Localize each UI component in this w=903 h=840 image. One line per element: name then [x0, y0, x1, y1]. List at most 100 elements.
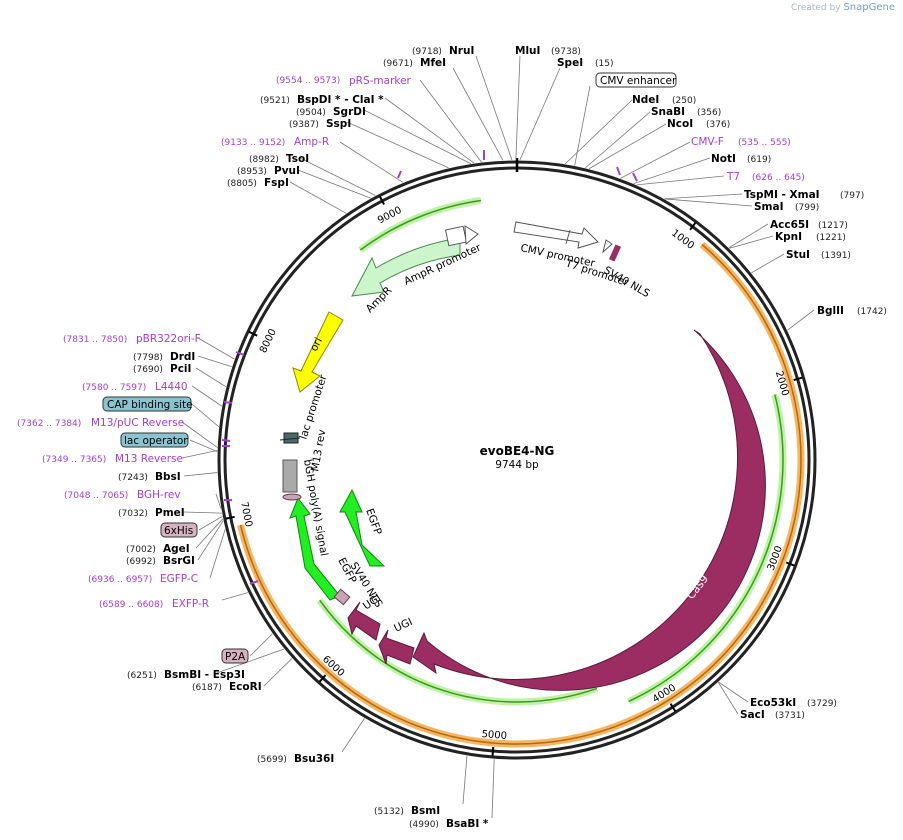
- primer-l4440: L4440: [155, 381, 188, 393]
- enzyme-pos-ecori: (6187): [192, 683, 222, 693]
- enzyme-agei: AgeI: [163, 543, 190, 555]
- enzyme-pos-fspi: (8805): [227, 179, 257, 189]
- green-band-right-core: [628, 394, 784, 703]
- tick-mark-7000: [225, 515, 235, 520]
- enzyme-pos-mlui: (9738): [551, 47, 581, 57]
- cmv-promoter-arrow: [513, 221, 599, 249]
- leader-line: [249, 633, 273, 657]
- leader-line: [263, 658, 293, 687]
- leader-line: [633, 157, 711, 184]
- leader-line: [183, 511, 222, 514]
- leader-line: [588, 123, 667, 170]
- enzyme-pos-bspdi: (9521): [260, 96, 290, 106]
- enzyme-pos-noti: (619): [747, 155, 771, 165]
- leader-line: [289, 181, 347, 214]
- enzyme-ecori: EcoRI: [229, 681, 262, 693]
- primer-egfp-c: EGFP-C: [160, 573, 198, 585]
- lac-operator-label: lac operator: [124, 435, 188, 447]
- egfp-label-1: EGFP: [363, 507, 384, 537]
- leader-line: [299, 157, 376, 196]
- leader-line: [519, 67, 561, 161]
- leader-line: [787, 309, 815, 331]
- enzyme-bsabi: BsaBI *: [446, 818, 489, 830]
- bgh-polya-box: [282, 459, 298, 493]
- primer-pos-m13rev: (7349 .. 7365): [42, 455, 106, 465]
- enzyme-pos-bsrgi: (6992): [126, 557, 156, 567]
- leader-line: [181, 450, 218, 459]
- leader-line: [718, 682, 739, 715]
- tick-mark-6000: [318, 674, 327, 683]
- m13-puc-mark: [221, 439, 231, 442]
- tick-mark-4000: [669, 703, 677, 712]
- leader-line: [339, 141, 404, 183]
- tick-label-8000: 8000: [258, 327, 279, 355]
- m13-rev-label: M13 rev: [309, 429, 328, 473]
- primer-exfp-r: EXFP-R: [172, 598, 209, 610]
- leader-line: [215, 493, 222, 509]
- enzyme-pos-snabi: (356): [697, 108, 721, 118]
- leader-line: [341, 718, 365, 753]
- enzyme-snabi: SnaBI: [651, 106, 685, 118]
- leader-line: [346, 121, 449, 169]
- leader-line: [195, 367, 227, 388]
- sv40-nls-box: [333, 588, 351, 606]
- enzyme-sgrdi: SgrDI: [333, 106, 366, 118]
- cmv-t7-divider: [565, 229, 571, 245]
- enzyme-bsmi: BsmI: [411, 805, 440, 817]
- left-labels: (9718) NruI (9671) MfeI (9554 .. 9573) p…: [17, 45, 489, 830]
- leader-line: [181, 421, 218, 448]
- primer-pos-exfpr: (6589 .. 6608): [99, 600, 163, 610]
- primer-m13-puc-reverse: M13/pUC Reverse: [91, 417, 184, 429]
- tick-label-1000: 1000: [669, 228, 696, 252]
- ugi-arrow-1: [378, 629, 415, 665]
- enzyme-pos-saci: (3731): [775, 711, 805, 721]
- leader-line: [197, 355, 232, 368]
- enzyme-bsrgi: BsrGI: [163, 555, 195, 567]
- t7-promoter-arrow: [602, 239, 613, 254]
- enzyme-smai: SmaI: [754, 201, 784, 213]
- leader-line: [221, 592, 249, 601]
- primer-marks: [221, 150, 638, 585]
- primer-prs-marker: pRS-marker: [349, 75, 412, 87]
- tick-label-7000: 7000: [238, 501, 254, 528]
- sv40-nls-top-box: [609, 244, 621, 262]
- tick-mark-3000: [785, 561, 795, 567]
- enzyme-bsmbi-esp3i: BsmBI - Esp3I: [164, 669, 245, 681]
- primer-pos-ampr: (9133 .. 9152): [221, 138, 285, 148]
- leader-line: [515, 55, 521, 161]
- enzyme-bsu36i: Bsu36I: [294, 753, 334, 765]
- enzyme-bglii: BglII: [817, 305, 844, 317]
- leader-line: [491, 759, 495, 819]
- leader-line: [191, 403, 220, 428]
- enzyme-pos-mfei: (9671): [383, 59, 413, 69]
- enzyme-pcii: PciI: [170, 363, 191, 375]
- leader-line: [664, 198, 753, 207]
- enzyme-noti: NotI: [711, 153, 736, 165]
- enzyme-eco53ki: Eco53kI: [750, 697, 796, 709]
- leader-line: [620, 141, 691, 179]
- enzyme-pos-bsmbi: (6251): [127, 671, 157, 681]
- cmv-enhancer-label: CMV enhancer: [600, 75, 677, 87]
- tick-mark-9000: [379, 196, 385, 205]
- enzyme-mlui: MluI: [515, 45, 540, 57]
- enzyme-mfei: MfeI: [420, 57, 446, 69]
- ugi-arrow-2: [347, 601, 381, 641]
- leader-line: [636, 175, 725, 186]
- enzyme-sspi: SspI: [326, 118, 351, 130]
- ampr-arrow: [351, 237, 461, 297]
- ampr-promoter-box: [444, 225, 468, 247]
- leader-line: [209, 529, 226, 579]
- primer-pos-cmvf: (535 .. 555): [738, 138, 791, 148]
- enzyme-pos-acc65i: (1217): [818, 221, 848, 231]
- green-band-top-core: [359, 199, 482, 251]
- enzyme-bbsi: BbsI: [155, 471, 181, 483]
- cap-binding-site-box: [102, 396, 192, 412]
- primer-pos-egfpc: (6936 .. 6957): [88, 575, 152, 585]
- plasmid-name: evoBE4-NG: [480, 444, 555, 458]
- enzyme-pos-nrui: (9718): [412, 47, 442, 57]
- primer-pbr322ori-f: pBR322ori-F: [136, 333, 201, 345]
- leader-line: [183, 472, 218, 477]
- leader-line: [462, 755, 468, 805]
- enzyme-spei: SpeI: [557, 57, 583, 69]
- green-band-bottom-core: [319, 599, 598, 703]
